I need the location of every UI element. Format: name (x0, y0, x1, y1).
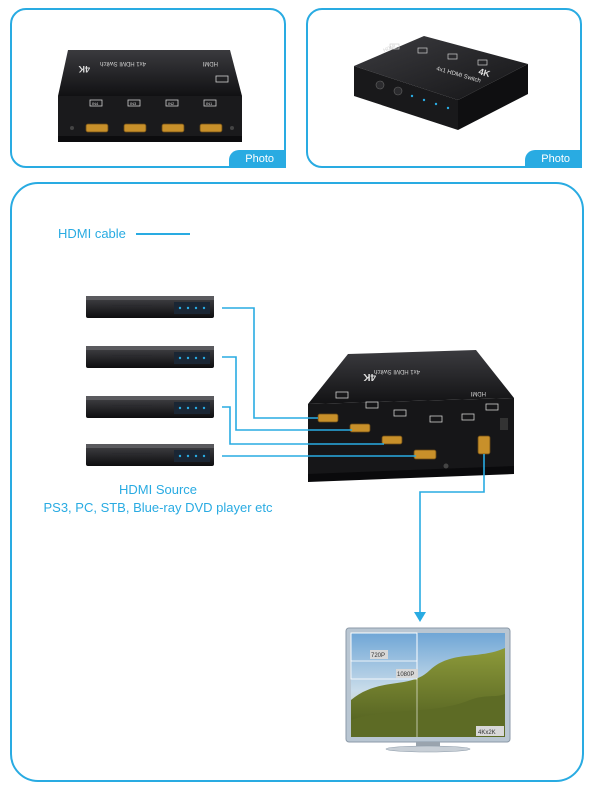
switch-badge: 4K (78, 64, 90, 74)
switch-badge: 4K (362, 371, 376, 382)
photo-panel-angle: 4x1 HDMI Switch 4K HDMI Photo (306, 8, 582, 168)
hdmi-cable-2 (222, 356, 352, 431)
source-player-3 (86, 396, 214, 418)
switch-front-photo: 4K 4x1 HDMI Switch HDMI IN4 IN3 IN2 IN1 (58, 50, 242, 142)
hdmi-port (123, 123, 147, 133)
tv-display: 720P 1080P 4Kx2K (345, 627, 511, 753)
tv-stand (385, 745, 471, 753)
switch-side-face (458, 64, 528, 130)
source-player-1 (86, 296, 214, 318)
port-label-2: IN3 (130, 101, 137, 106)
hdmi-input-port-2 (349, 423, 371, 433)
hdmi-output-cable (419, 454, 485, 612)
switch-angle-photo: 4x1 HDMI Switch 4K HDMI (354, 36, 528, 130)
source-player-2 (86, 346, 214, 368)
switch-badge: 4K (477, 66, 491, 79)
switch-top-surface (58, 50, 242, 96)
hdmi-logo: HDMI (202, 60, 218, 66)
switch-top-label: 4x1 HDMI Switch (374, 368, 420, 374)
source-player-4 (86, 444, 214, 466)
hdmi-port (161, 123, 185, 133)
hdmi-output-port (477, 435, 491, 455)
port-label-3: IN2 (168, 101, 175, 106)
hdmi-input-port-3 (381, 435, 403, 445)
switch-top-surface (354, 36, 528, 100)
port-label-4: IN1 (206, 101, 213, 106)
button-icon (375, 80, 385, 90)
hdmi-cable-1 (222, 307, 318, 419)
tv-label-1080p: 1080P (397, 672, 414, 678)
hdmi-logo: HDMI (470, 390, 486, 396)
hdmi-cables (222, 307, 485, 612)
legend-label: HDMI cable (58, 226, 126, 241)
hdmi-port (85, 123, 109, 133)
port-label-1: IN4 (92, 101, 99, 106)
arrow-down-icon (414, 612, 426, 622)
hdmi-input-port-4 (413, 449, 437, 460)
tv-label-4k: 4Kx2K (478, 730, 496, 736)
tv-label-720p: 720P (371, 653, 385, 659)
button-icon (393, 86, 403, 96)
photo-panel-front: 4K 4x1 HDMI Switch HDMI IN4 IN3 IN2 IN1 … (10, 8, 286, 168)
hdmi-logo: HDMI (383, 44, 397, 54)
photo-tag: Photo (525, 150, 582, 168)
switch-top-surface (308, 350, 514, 404)
hdmi-port (199, 123, 223, 133)
hdmi-cable-3 (222, 406, 384, 445)
photo-tag: Photo (229, 150, 286, 168)
source-title: HDMI Source (118, 482, 198, 497)
hdmi-switch-device: 4K 4x1 HDMI Switch HDMI (308, 350, 514, 482)
switch-top-label: 4x1 HDMI Switch (100, 60, 146, 66)
source-description: PS3, PC, STB, Blue-ray DVD player etc (43, 500, 273, 515)
hdmi-input-port-1 (317, 413, 339, 423)
